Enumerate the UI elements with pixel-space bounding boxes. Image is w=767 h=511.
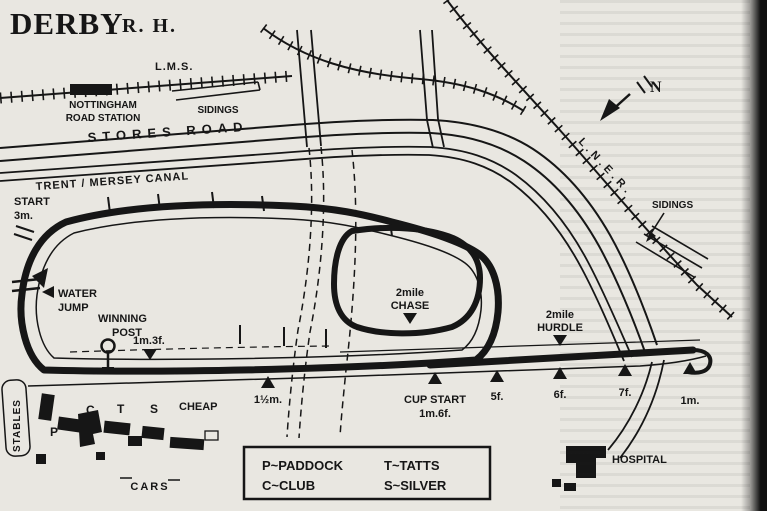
label-1m: 1m.	[681, 395, 700, 407]
label-station-line1: NOTTINGHAM	[69, 100, 137, 111]
north-arrow	[600, 75, 653, 121]
legend-club: C~CLUB	[262, 478, 315, 493]
label-water: WATER	[58, 288, 97, 300]
label-lms: L.M.S.	[155, 61, 193, 73]
sidings-pointer-arrowhead	[646, 231, 656, 242]
label-chase-line1: 2mile	[396, 287, 424, 299]
legend-tatts: T~TATTS	[384, 458, 440, 473]
label-winning: WINNING	[98, 313, 147, 325]
lms-railway	[0, 70, 293, 104]
distance-markers	[261, 362, 697, 388]
marker-triangle-up	[618, 364, 632, 376]
lms-sidings-tracks	[171, 81, 261, 101]
label-hospital: HOSPITAL	[612, 454, 667, 466]
map-title: DERBY	[10, 6, 124, 41]
hospital-road	[607, 359, 665, 459]
marker-triangle-down-hurdle	[553, 335, 567, 346]
label-start: START	[14, 196, 50, 208]
label-club-letter: C	[86, 403, 95, 417]
label-lms-sidings: SIDINGS	[197, 105, 238, 116]
label-north: N	[650, 79, 664, 96]
legend	[242, 445, 492, 501]
paddock-buildings	[36, 393, 219, 481]
home-straight	[426, 346, 697, 369]
label-chase-line2: CHASE	[391, 300, 430, 312]
legend-box	[242, 445, 492, 501]
label-station-line2: ROAD STATION	[66, 113, 141, 124]
canal	[0, 145, 633, 362]
marker-triangle-up	[261, 376, 275, 388]
inner-rail	[35, 216, 483, 361]
label-cup-distance: 1m.6f.	[419, 408, 451, 420]
stables	[1, 379, 31, 457]
label-tatts-letter: T	[117, 402, 125, 416]
race-track	[17, 191, 713, 387]
label-5f: 5f.	[491, 391, 504, 403]
arrow-feathers-icon	[636, 75, 653, 94]
label-cars: CARS	[130, 481, 169, 493]
marker-triangle-down-chase	[403, 313, 417, 324]
label-1half-mile: 1½m.	[254, 394, 282, 406]
legend-paddock: P~PADDOCK	[262, 458, 344, 473]
straight-outer-rail	[27, 355, 707, 387]
chase-loop	[331, 224, 483, 337]
lner-sidings-tracks	[635, 225, 709, 278]
label-post: POST	[112, 327, 142, 339]
label-silver-letter: S	[150, 402, 158, 416]
jump-marks	[107, 191, 393, 348]
hospital-building	[566, 446, 606, 478]
stores-road	[0, 118, 658, 353]
map-title-suffix: R. H.	[122, 15, 177, 37]
label-jump: JUMP	[58, 302, 89, 314]
sidings-pointer-line	[649, 212, 665, 236]
marker-triangle-up	[490, 370, 504, 382]
legend-silver: S~SILVER	[384, 478, 447, 493]
marker-triangle-up	[428, 372, 442, 384]
straight-end-hook	[687, 348, 713, 375]
straight-inner-rail	[339, 339, 701, 353]
label-paddock-letter: P	[50, 425, 58, 439]
label-7f: 7f.	[619, 387, 632, 399]
lner-railway	[442, 0, 736, 321]
label-lner-sidings: SIDINGS	[652, 200, 693, 211]
marker-triangle-down-1m3f	[143, 349, 157, 360]
label-hurdle-line2: HURDLE	[537, 322, 583, 334]
label-1m3f: 1m.3f.	[133, 335, 165, 347]
label-cup-start: CUP START	[404, 394, 466, 406]
station-building	[70, 84, 112, 95]
label-start-distance: 3m.	[14, 210, 33, 222]
footpaths	[69, 146, 357, 439]
label-stables: STABLES	[12, 399, 23, 452]
book-page-edge	[741, 0, 767, 511]
hospital	[552, 446, 606, 491]
north-arrowhead-icon	[600, 99, 620, 121]
water-jump	[11, 268, 54, 298]
label-cheap: CHEAP	[179, 401, 218, 413]
label-hurdle-line1: 2mile	[546, 309, 574, 321]
winning-post-symbol	[100, 338, 116, 369]
label-6f: 6f.	[554, 389, 567, 401]
start-gate-marks	[13, 225, 35, 241]
outer-course	[17, 201, 502, 375]
direction-arrow-icon	[32, 268, 48, 288]
marker-triangle-up	[683, 362, 697, 374]
marker-triangle-up	[553, 367, 567, 379]
water-jump-pointer-icon	[42, 286, 54, 298]
cross-roads	[296, 29, 445, 149]
